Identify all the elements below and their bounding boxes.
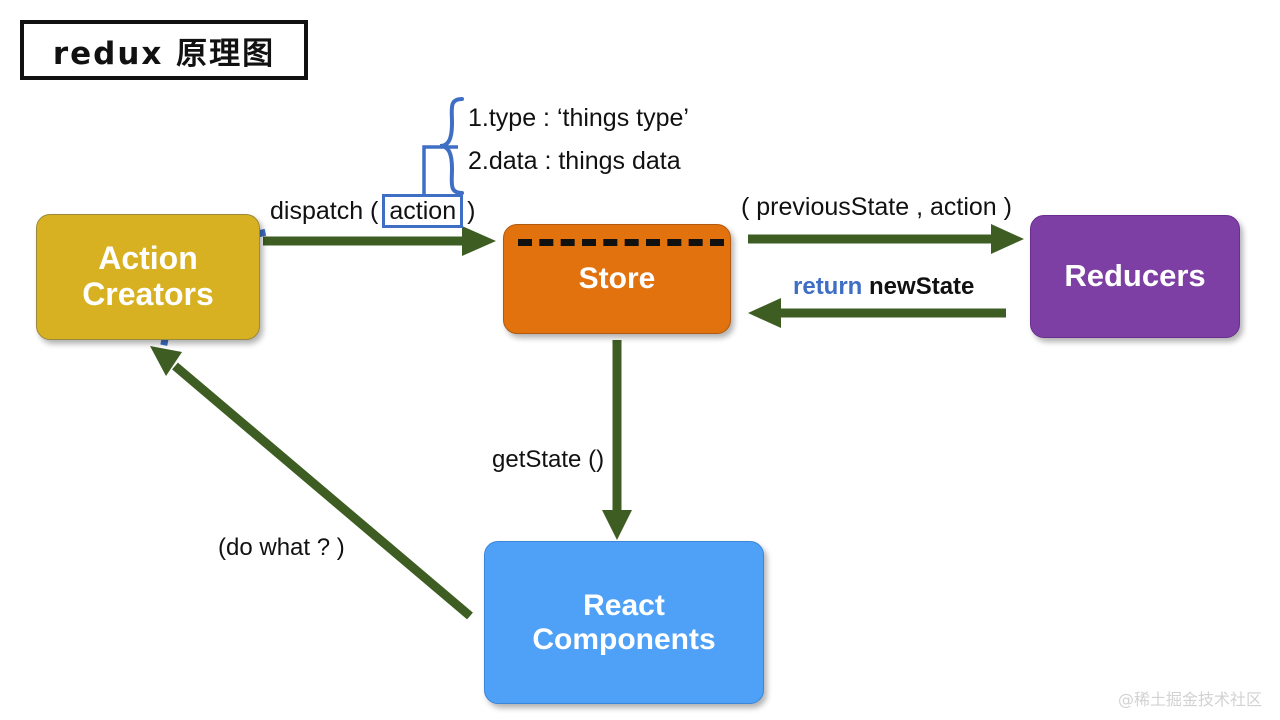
label-dispatch: dispatch ( action ): [270, 194, 475, 228]
node-react-components-line2: Components: [532, 622, 716, 656]
page-title: redux 原理图: [52, 35, 276, 72]
arrow-dispatch: [263, 226, 496, 256]
action-brace-connector: [422, 145, 458, 196]
arrow-do-what: [150, 346, 473, 620]
brace-line-type: 1.type : ‘things type’: [468, 104, 689, 132]
label-previous-state: ( previousState , action ): [741, 193, 1012, 221]
diagram-title-box: redux 原理图: [20, 20, 308, 80]
node-reducers[interactable]: Reducers: [1030, 215, 1240, 338]
node-react-components-line1: React: [583, 588, 665, 622]
arrow-return-newstate: [748, 298, 1006, 328]
arrow-get-state: [602, 340, 632, 540]
label-get-state: getState (): [492, 446, 605, 473]
label-do-what: (do what ? ): [218, 534, 345, 561]
brace-line-data: 2.data : things data: [468, 147, 681, 175]
node-action-creators[interactable]: Action Creators: [36, 214, 260, 340]
curly-brace-icon: [439, 97, 464, 195]
node-store[interactable]: Store: [503, 224, 731, 334]
arrow-previous-state: [748, 224, 1024, 254]
node-action-creators-line1: Action: [98, 240, 198, 277]
label-return-newstate: return newState: [793, 273, 974, 301]
node-store-label: Store: [578, 262, 656, 296]
node-action-creators-line2: Creators: [82, 276, 214, 312]
watermark: @稀土掘金技术社区: [1117, 690, 1262, 709]
action-chip[interactable]: action: [382, 194, 464, 228]
dispatch-prefix-text: dispatch (: [270, 196, 379, 225]
node-react-components[interactable]: React Components: [484, 541, 764, 704]
dispatch-suffix-text: ): [467, 196, 476, 225]
newstate-value: newState: [869, 273, 975, 300]
store-dashed-divider: [518, 239, 724, 246]
node-reducers-label: Reducers: [1064, 258, 1206, 294]
return-keyword: return: [793, 273, 863, 300]
